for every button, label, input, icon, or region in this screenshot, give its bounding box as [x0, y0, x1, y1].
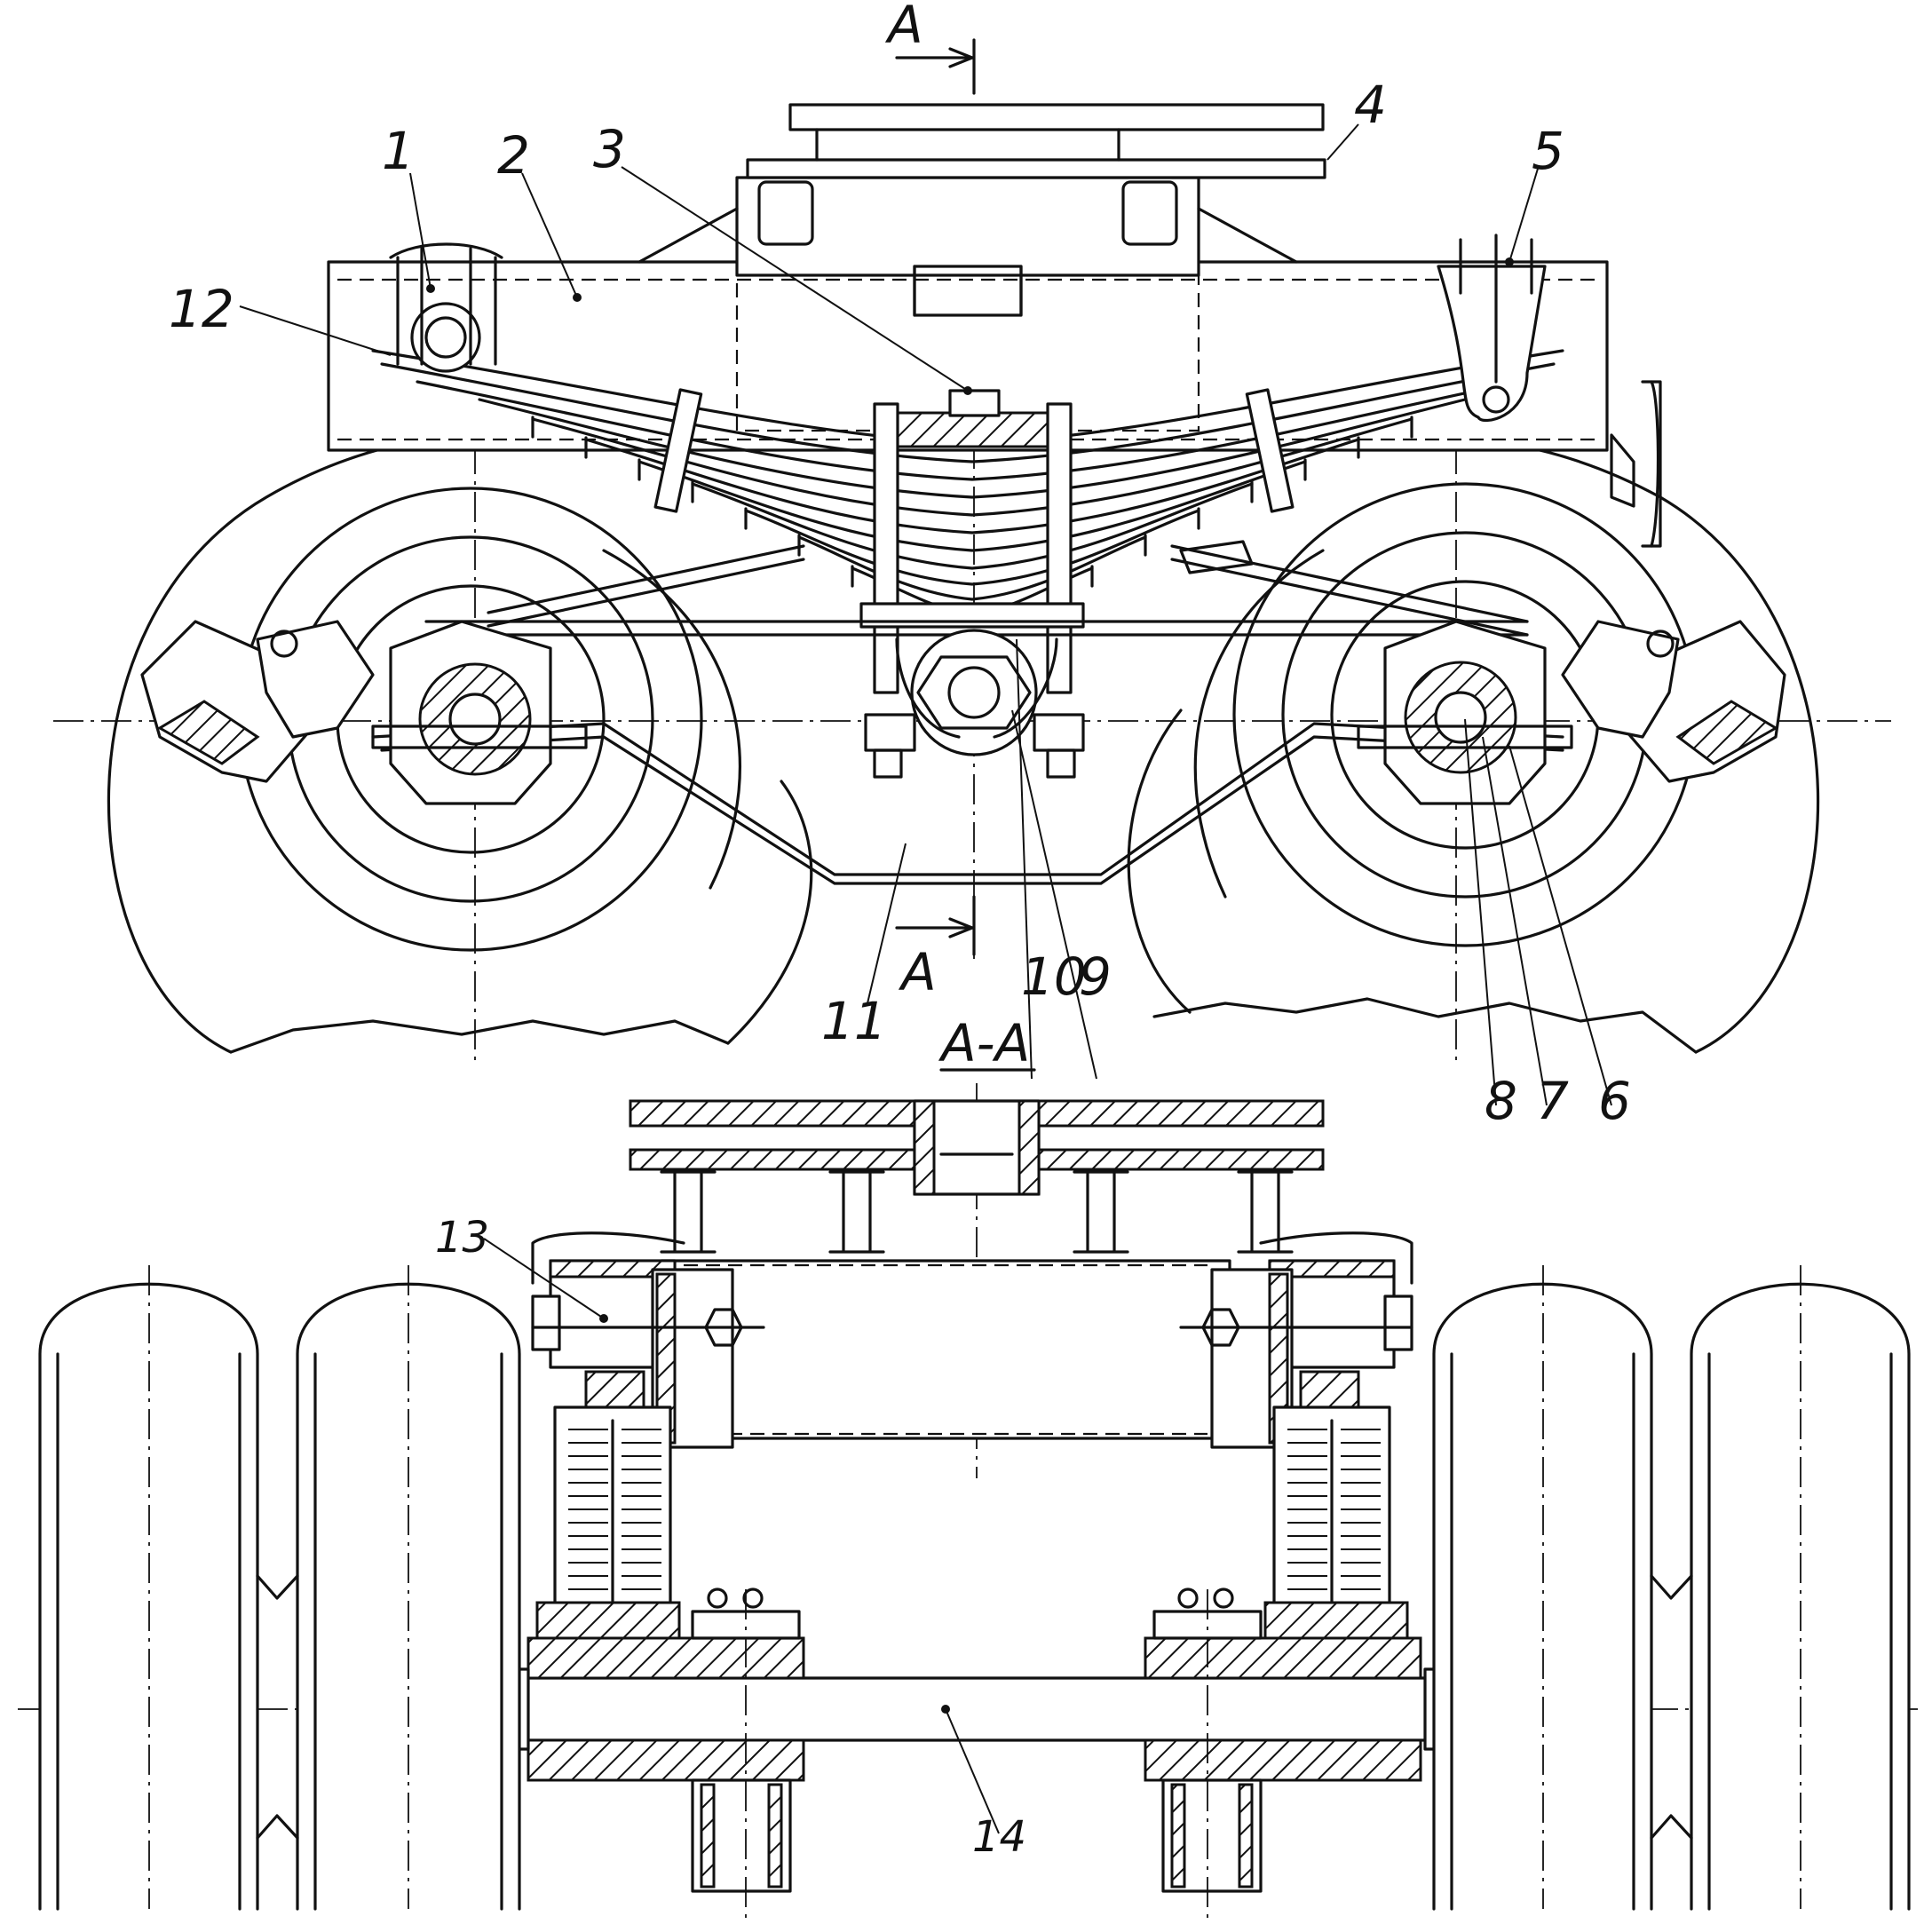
center-pivot	[864, 629, 1085, 779]
callout-14: 14	[972, 1812, 1026, 1862]
spring-eye-left	[389, 242, 503, 373]
callout-7: 7	[1536, 1071, 1569, 1131]
callout-13: 13	[435, 1213, 489, 1263]
axle	[500, 1588, 1453, 1922]
top-plate	[746, 103, 1326, 179]
callout-6: 6	[1598, 1071, 1631, 1131]
section-view: A-A	[18, 1013, 1918, 1922]
callout-12: 12	[169, 279, 234, 339]
callout-9: 9	[1079, 946, 1112, 1007]
right-axle-hub	[1357, 620, 1573, 805]
side-view: A A	[53, 0, 1891, 1061]
right-spring-bracket	[1179, 1231, 1413, 1640]
right-dual-wheels	[1432, 1265, 1911, 1911]
section-title: A-A	[938, 1013, 1030, 1073]
callout-3: 3	[593, 119, 626, 179]
section-arrow-bottom: A	[895, 895, 976, 1002]
left-dual-wheels	[38, 1265, 521, 1911]
section-arrow-top: A	[884, 0, 976, 95]
leaf-spring	[371, 349, 1564, 694]
spring-shackle-right	[1437, 234, 1547, 422]
left-spring-bracket	[531, 1231, 765, 1640]
brake-shoe-left	[140, 620, 375, 783]
callout-8: 8	[1485, 1071, 1517, 1131]
callout-10: 10	[1021, 946, 1087, 1007]
callout-5: 5	[1532, 121, 1564, 181]
callouts: 1 2 3 4 5 6 7 8 9 10 11 12 13 14	[169, 75, 1631, 1862]
section-mark-bottom: A	[898, 942, 937, 1002]
callout-11: 11	[821, 991, 887, 1051]
section-mark-top: A	[884, 0, 923, 55]
callout-4: 4	[1354, 75, 1387, 135]
brake-shoe-right	[1561, 620, 1786, 783]
callout-1: 1	[382, 121, 415, 181]
left-axle-hub	[371, 620, 588, 805]
main-frame	[327, 176, 1609, 452]
callout-2: 2	[497, 125, 530, 186]
